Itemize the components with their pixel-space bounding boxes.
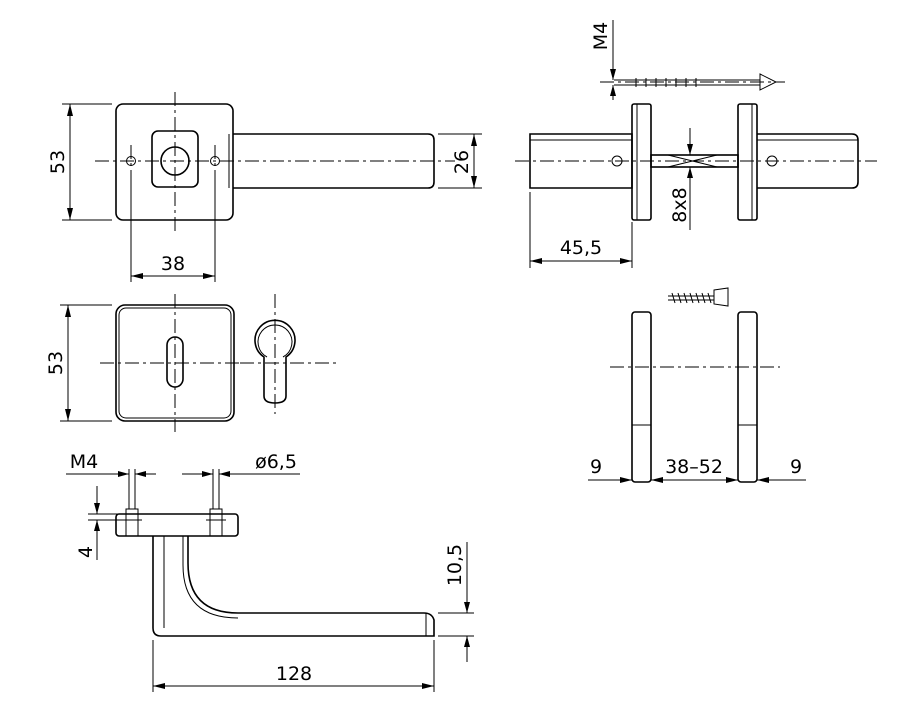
side-view: M4 ø6,5 4 10,5 128 [66, 451, 474, 692]
top-thread-dim: M4 [590, 22, 612, 50]
left-rose-dim: 9 [590, 456, 602, 478]
lever-length-dim: 128 [276, 663, 312, 685]
right-rose-dim: 9 [790, 456, 802, 478]
front-height-dim: 53 [47, 150, 69, 174]
spindle-dim: 8x8 [669, 187, 691, 222]
front-view: 53 26 38 [47, 92, 482, 282]
lever-thickness-dim: 10,5 [444, 544, 466, 586]
projection-dim: 45,5 [560, 237, 602, 259]
hole-diameter-dim: ø6,5 [255, 451, 297, 473]
screw-spacing-dim: 38 [161, 253, 185, 275]
escutcheon-view: 53 [45, 294, 338, 432]
door-thickness-dim: 38–52 [665, 456, 723, 478]
rose-thickness-dim: 4 [75, 546, 97, 558]
side-thread-dim: M4 [70, 451, 98, 473]
escutcheon-height-dim: 53 [45, 351, 67, 375]
lever-height-dim: 26 [451, 150, 473, 174]
door-section-view: 9 38–52 9 [588, 287, 806, 483]
top-view: M4 8x8 45,5 [515, 20, 877, 268]
